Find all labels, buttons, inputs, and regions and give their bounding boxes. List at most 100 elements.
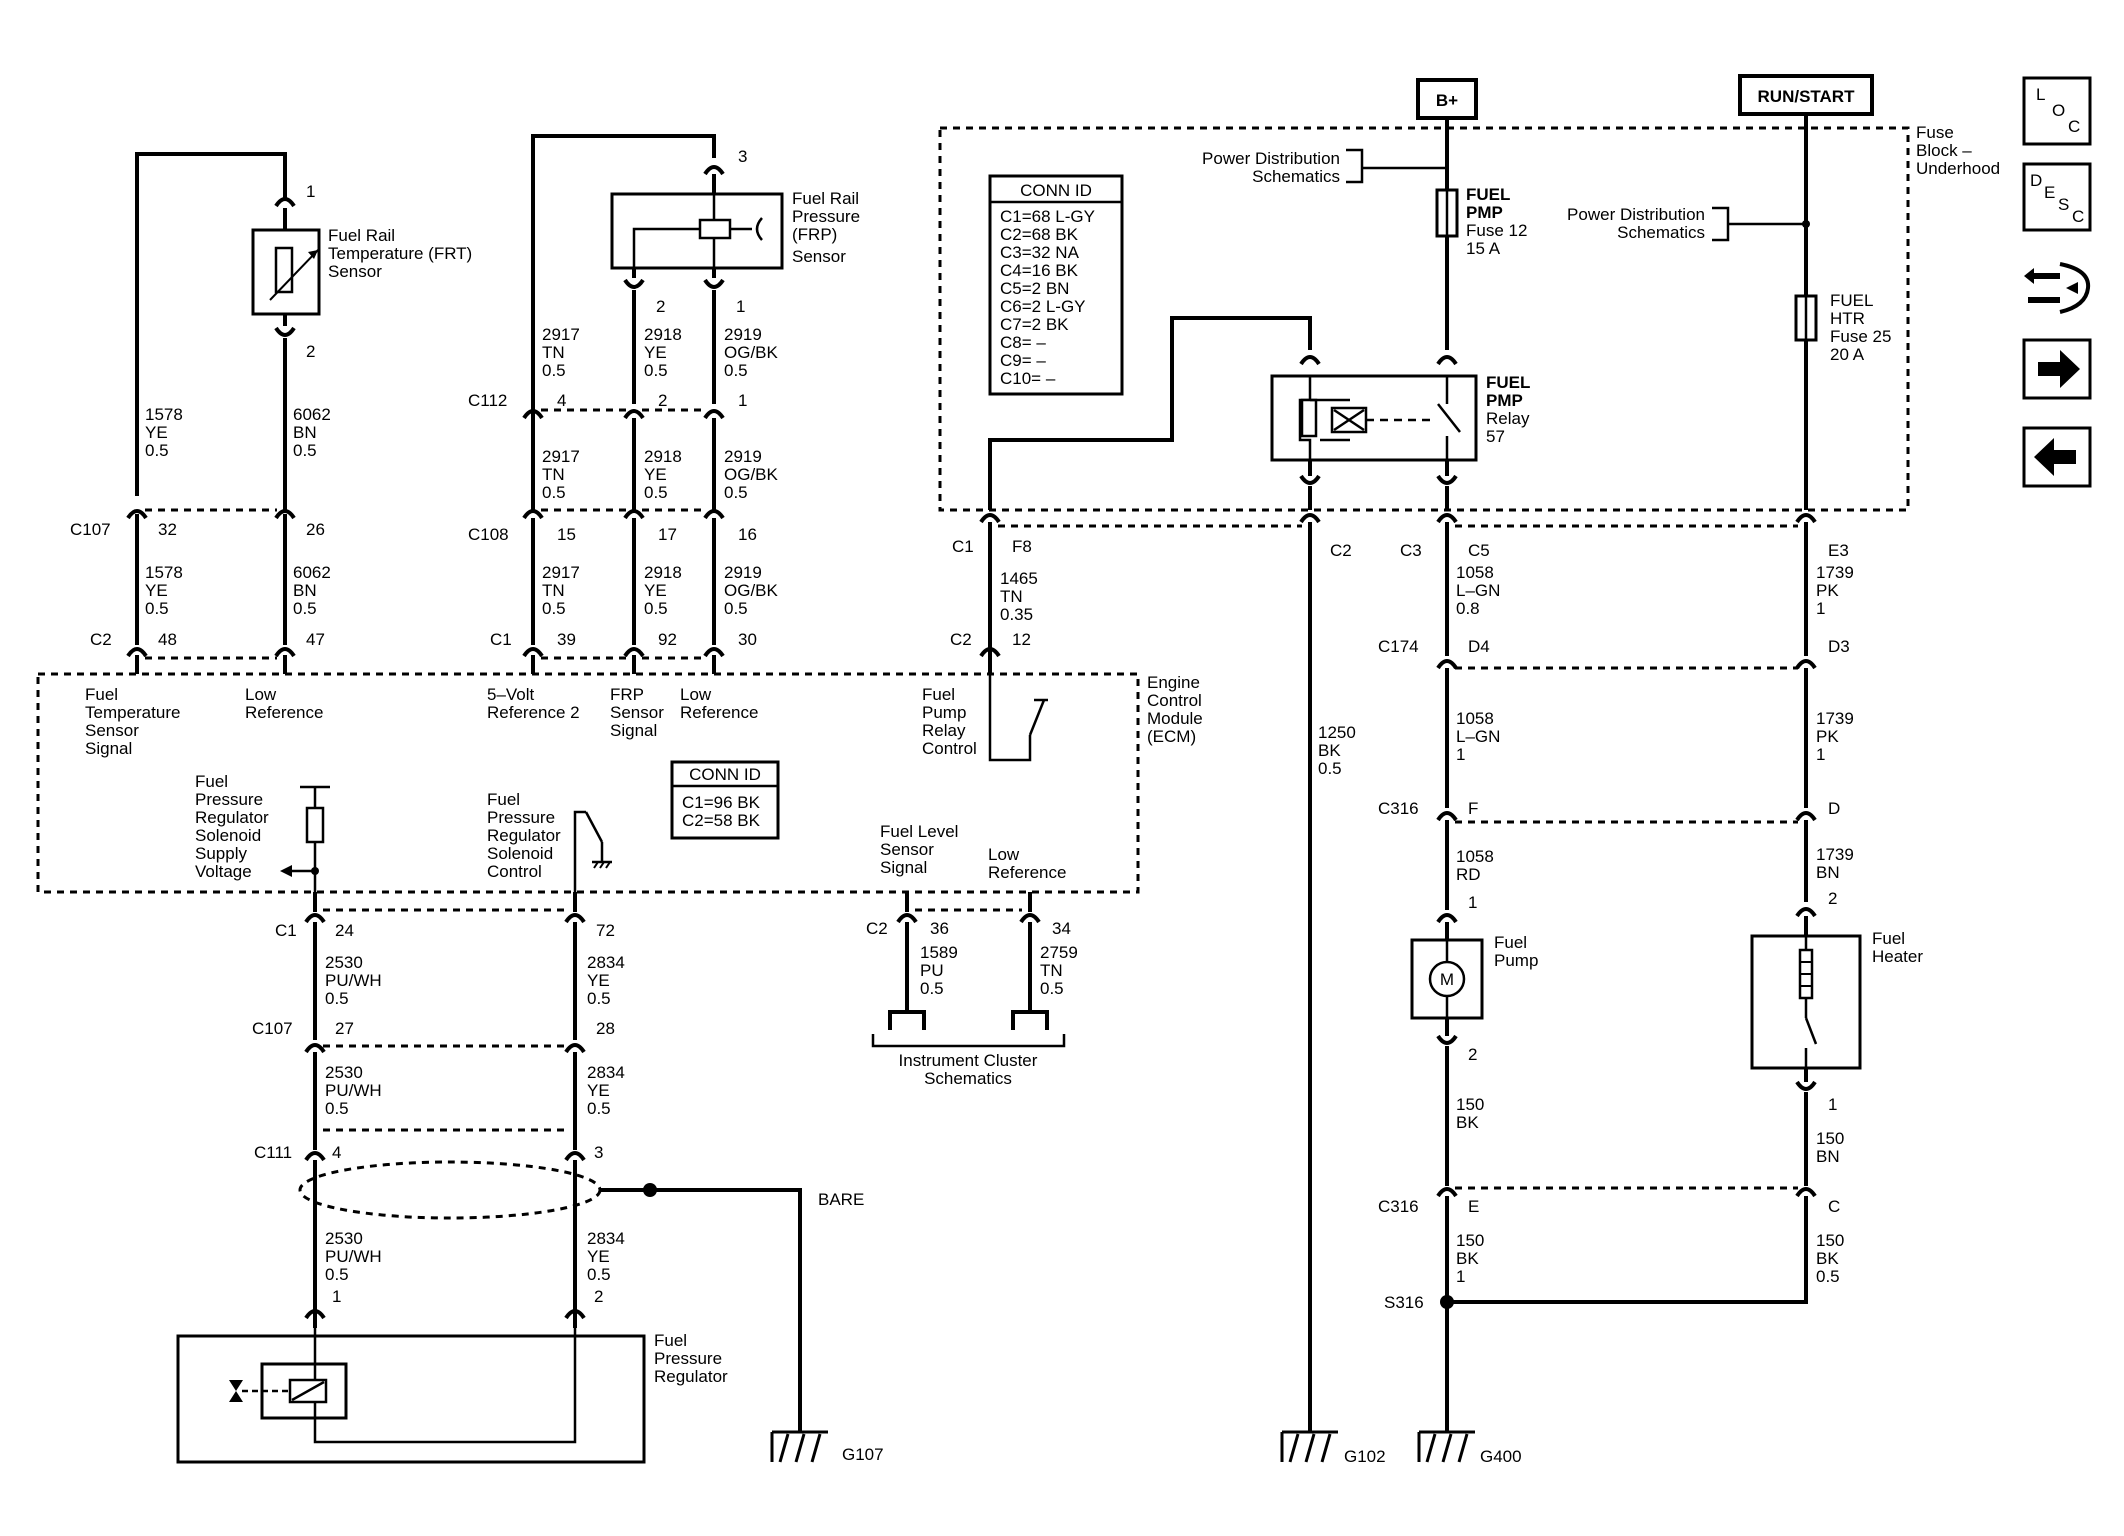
svg-text:Sensor: Sensor — [85, 721, 139, 740]
svg-text:0.5: 0.5 — [325, 1265, 349, 1284]
svg-text:5–Volt: 5–Volt — [487, 685, 535, 704]
frt-pin-1: 1 — [306, 182, 315, 201]
svg-text:Block –: Block – — [1916, 141, 1972, 160]
svg-text:PU/WH: PU/WH — [325, 1081, 382, 1100]
svg-text:1465: 1465 — [1000, 569, 1038, 588]
svg-text:FUEL: FUEL — [1466, 185, 1510, 204]
svg-text:Fuel Level: Fuel Level — [880, 822, 958, 841]
svg-text:TN: TN — [1040, 961, 1063, 980]
svg-text:BN: BN — [1816, 1147, 1840, 1166]
svg-text:C4=16 BK: C4=16 BK — [1000, 261, 1079, 280]
svg-text:(FRP): (FRP) — [792, 225, 837, 244]
svg-text:Solenoid: Solenoid — [195, 826, 261, 845]
svg-text:Pressure: Pressure — [654, 1349, 722, 1368]
pin-c5: C5 — [1468, 541, 1490, 560]
power-distribution-2: Power Distribution Schematics — [1567, 205, 1705, 242]
loc-button[interactable]: L O C — [2022, 76, 2092, 146]
connector-view-icon[interactable] — [2024, 262, 2091, 314]
svg-text:0.5: 0.5 — [1318, 759, 1342, 778]
ecm-relay-control-label: Fuel Pump Relay Control — [922, 685, 977, 758]
svg-text:Instrument Cluster: Instrument Cluster — [899, 1051, 1038, 1070]
pin-e: E — [1468, 1197, 1479, 1216]
pin-c2-34: 34 — [1052, 919, 1071, 938]
next-page-button[interactable] — [2022, 338, 2092, 400]
svg-text:YE: YE — [644, 465, 667, 484]
connector-c316-a: C316 — [1378, 799, 1419, 818]
ecm-conn-id-box — [670, 760, 780, 840]
pin-c2-12: 12 — [1012, 630, 1031, 649]
svg-text:L–GN: L–GN — [1456, 727, 1500, 746]
svg-text:C8= –: C8= – — [1000, 333, 1046, 352]
prev-page-button[interactable] — [2022, 426, 2092, 488]
svg-text:Heater: Heater — [1872, 947, 1923, 966]
svg-text:Reference: Reference — [245, 703, 323, 722]
pin-frp-1: 1 — [736, 297, 745, 316]
svg-text:Regulator: Regulator — [195, 808, 269, 827]
wire-6062-label-b: 6062 BN 0.5 — [293, 563, 331, 618]
svg-text:Fuel: Fuel — [1872, 929, 1905, 948]
svg-text:2918: 2918 — [644, 325, 682, 344]
svg-text:Sensor: Sensor — [328, 262, 382, 281]
pin-c107-26: 26 — [306, 520, 325, 539]
svg-text:C5=2 BN: C5=2 BN — [1000, 279, 1069, 298]
ecm-conn-id-c2: C2=58 BK — [682, 811, 761, 830]
svg-text:Underhood: Underhood — [1916, 159, 2000, 178]
svg-text:TN: TN — [542, 465, 565, 484]
svg-text:Low: Low — [988, 845, 1020, 864]
svg-text:TN: TN — [542, 343, 565, 362]
svg-text:Fuel: Fuel — [922, 685, 955, 704]
svg-text:PK: PK — [1816, 727, 1839, 746]
pin-pump-1: 1 — [1468, 893, 1477, 912]
svg-text:YE: YE — [145, 581, 168, 600]
ecm-5v-ref-label: 5–Volt Reference 2 — [487, 685, 580, 722]
svg-text:C3=32 NA: C3=32 NA — [1000, 243, 1080, 262]
svg-text:PU/WH: PU/WH — [325, 1247, 382, 1266]
connector-c2-a: C2 — [90, 630, 112, 649]
svg-text:1739: 1739 — [1816, 845, 1854, 864]
connector-c316-b: C316 — [1378, 1197, 1419, 1216]
svg-text:C6=2 L-GY: C6=2 L-GY — [1000, 297, 1086, 316]
svg-text:Signal: Signal — [880, 858, 927, 877]
svg-text:0.5: 0.5 — [293, 599, 317, 618]
wire-1578-label-b: 1578 YE 0.5 — [145, 563, 183, 618]
svg-text:1589: 1589 — [920, 943, 958, 962]
svg-text:150: 150 — [1816, 1231, 1844, 1250]
svg-text:Pump: Pump — [1494, 951, 1538, 970]
svg-text:OG/BK: OG/BK — [724, 581, 779, 600]
svg-text:1250: 1250 — [1318, 723, 1356, 742]
svg-text:150: 150 — [1456, 1095, 1484, 1114]
svg-text:0.5: 0.5 — [325, 989, 349, 1008]
svg-text:Pump: Pump — [922, 703, 966, 722]
svg-text:1: 1 — [1456, 1267, 1465, 1286]
svg-text:Fuel: Fuel — [487, 790, 520, 809]
svg-text:TN: TN — [542, 581, 565, 600]
svg-text:BK: BK — [1318, 741, 1341, 760]
pin-pump-2: 2 — [1468, 1045, 1477, 1064]
svg-text:0.8: 0.8 — [1456, 599, 1480, 618]
svg-text:2834: 2834 — [587, 1229, 625, 1248]
ecm-conn-id-c1: C1=96 BK — [682, 793, 761, 812]
svg-text:2919: 2919 — [724, 447, 762, 466]
svg-text:0.5: 0.5 — [724, 361, 748, 380]
svg-text:0.5: 0.5 — [145, 599, 169, 618]
svg-text:Reference: Reference — [988, 863, 1066, 882]
svg-text:Sensor: Sensor — [880, 840, 934, 859]
svg-text:Fuel: Fuel — [195, 772, 228, 791]
svg-text:1058: 1058 — [1456, 847, 1494, 866]
svg-text:Regulator: Regulator — [654, 1367, 728, 1386]
svg-text:Schematics: Schematics — [1252, 167, 1340, 186]
desc-button[interactable]: D E S C — [2022, 162, 2092, 232]
ecm-low-ref-2-label: Low Reference — [680, 685, 758, 722]
pin-c1-30: 30 — [738, 630, 757, 649]
svg-text:C1=68 L-GY: C1=68 L-GY — [1000, 207, 1095, 226]
svg-text:2834: 2834 — [587, 953, 625, 972]
ground-g102: G102 — [1344, 1447, 1386, 1466]
svg-text:Pressure: Pressure — [195, 790, 263, 809]
